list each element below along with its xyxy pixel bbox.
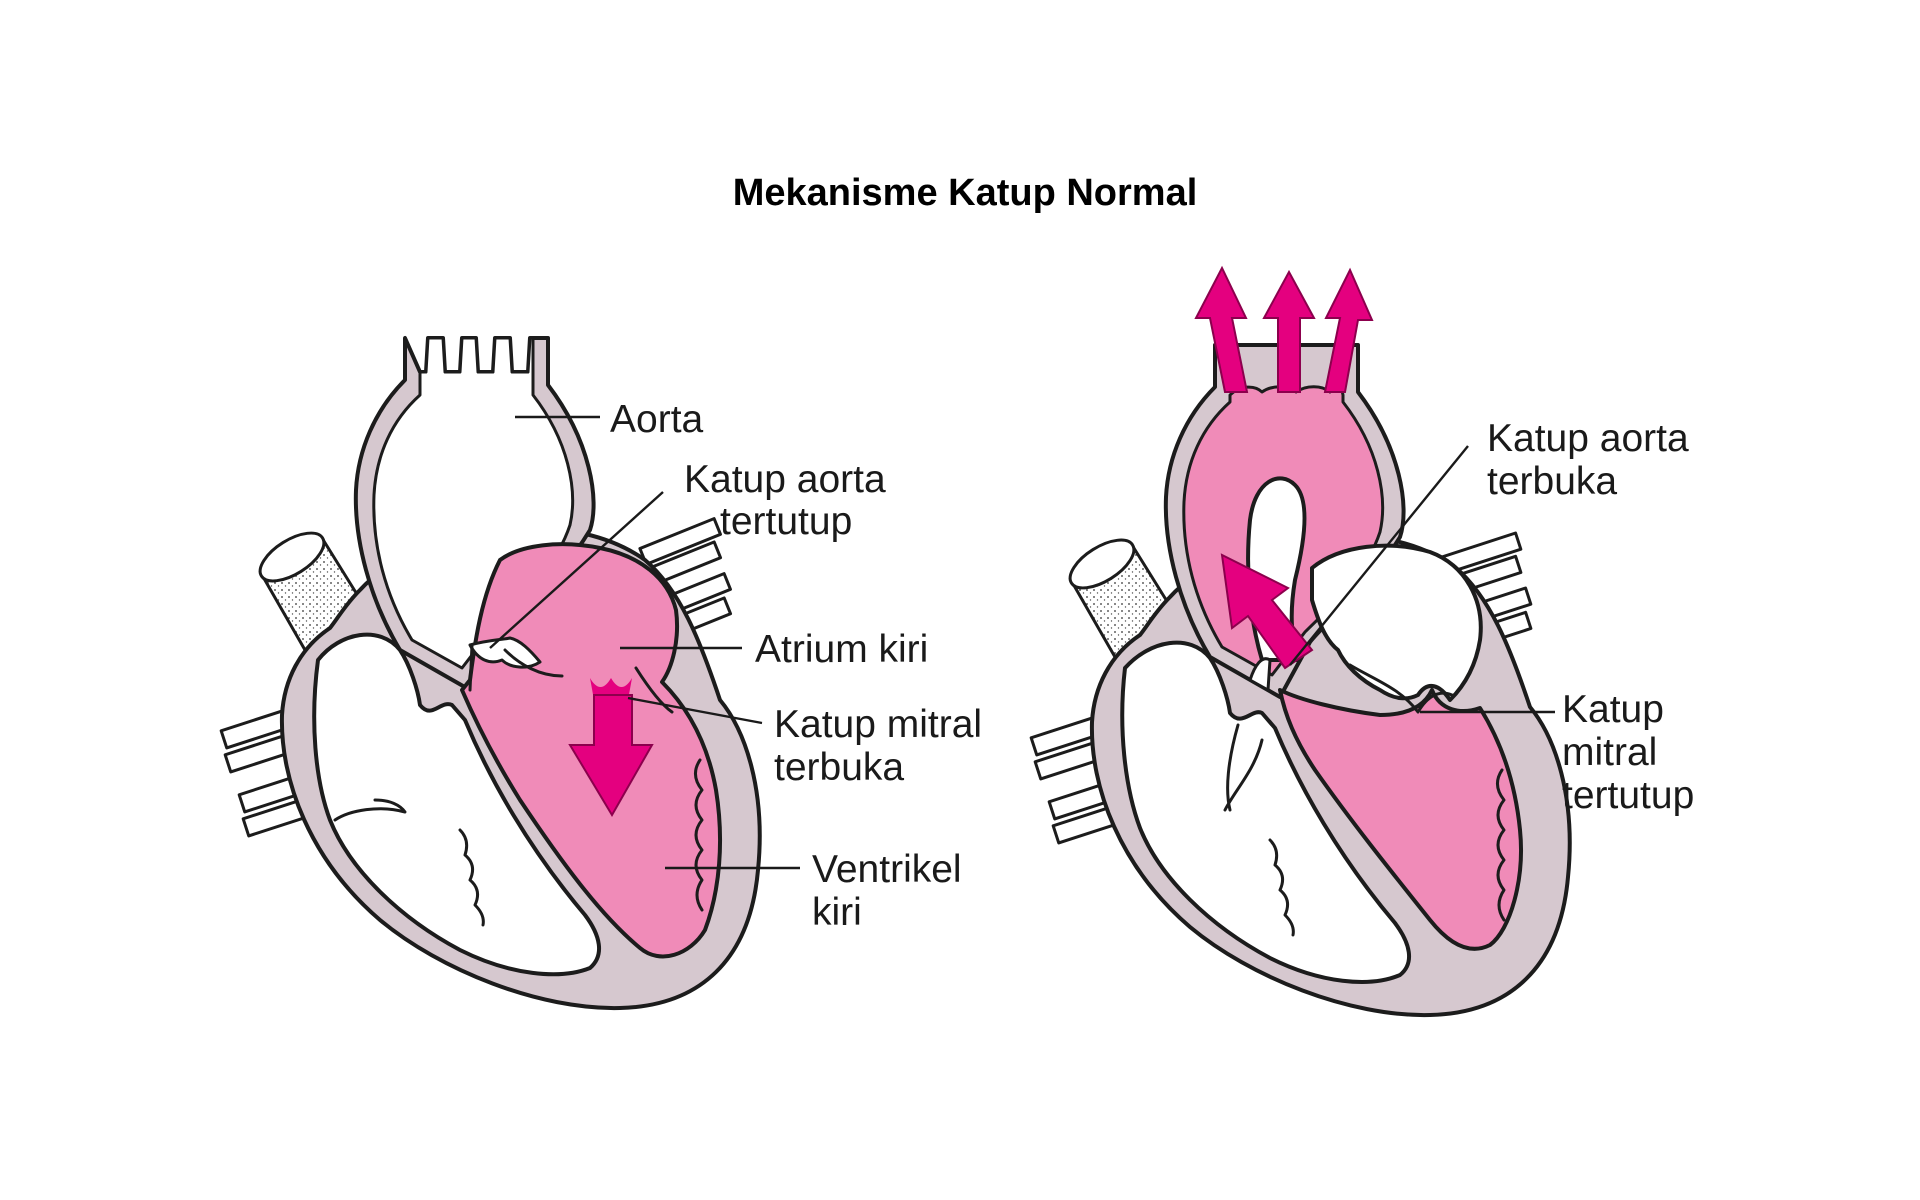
heart-systole: Katup aorta terbuka Katup mitral tertutu… — [1029, 265, 1694, 1018]
label-mitral-valve-closed-2: mitral — [1562, 731, 1657, 774]
label-aorta: Aorta — [610, 398, 704, 441]
tricuspid-valve-closed — [1223, 723, 1264, 812]
label-left-ventricle-1: Ventrikel — [812, 848, 962, 891]
mitral-valve-open — [503, 648, 674, 714]
right-chambers-systole — [1120, 640, 1412, 984]
right-chambers — [312, 632, 602, 977]
page-title: Mekanisme Katup Normal — [733, 172, 1198, 214]
label-aortic-valve-open-2: terbuka — [1487, 460, 1617, 503]
label-mitral-valve-closed-3: tertutup — [1562, 774, 1694, 817]
blood-flow-arrow-down — [568, 694, 654, 817]
label-left-ventricle-2: kiri — [812, 891, 862, 934]
heart-diastole: Aorta Katup aorta tertutup Atrium kiri K… — [219, 336, 982, 1011]
blood-flow-arrow-outflow — [1220, 553, 1314, 670]
tricuspid-valve — [333, 798, 407, 822]
label-mitral-valve-open-2: terbuka — [774, 746, 904, 789]
label-aortic-valve-open-1: Katup aorta — [1487, 417, 1689, 460]
label-aortic-valve-closed-1: Katup aorta — [684, 458, 886, 501]
label-mitral-valve-open-1: Katup mitral — [774, 703, 982, 746]
label-mitral-valve-closed-1: Katup — [1562, 688, 1664, 731]
aortic-valve-open — [1248, 657, 1272, 692]
mitral-valve-closed — [1348, 663, 1454, 714]
label-left-atrium: Atrium kiri — [755, 628, 928, 671]
label-aortic-valve-closed-2: tertutup — [720, 500, 852, 543]
ventricle-trabeculae — [694, 758, 704, 912]
septum-trabeculae — [458, 828, 485, 927]
left-ventricle-blood — [1278, 688, 1523, 951]
blood-flow-arrows-up — [1194, 265, 1374, 393]
